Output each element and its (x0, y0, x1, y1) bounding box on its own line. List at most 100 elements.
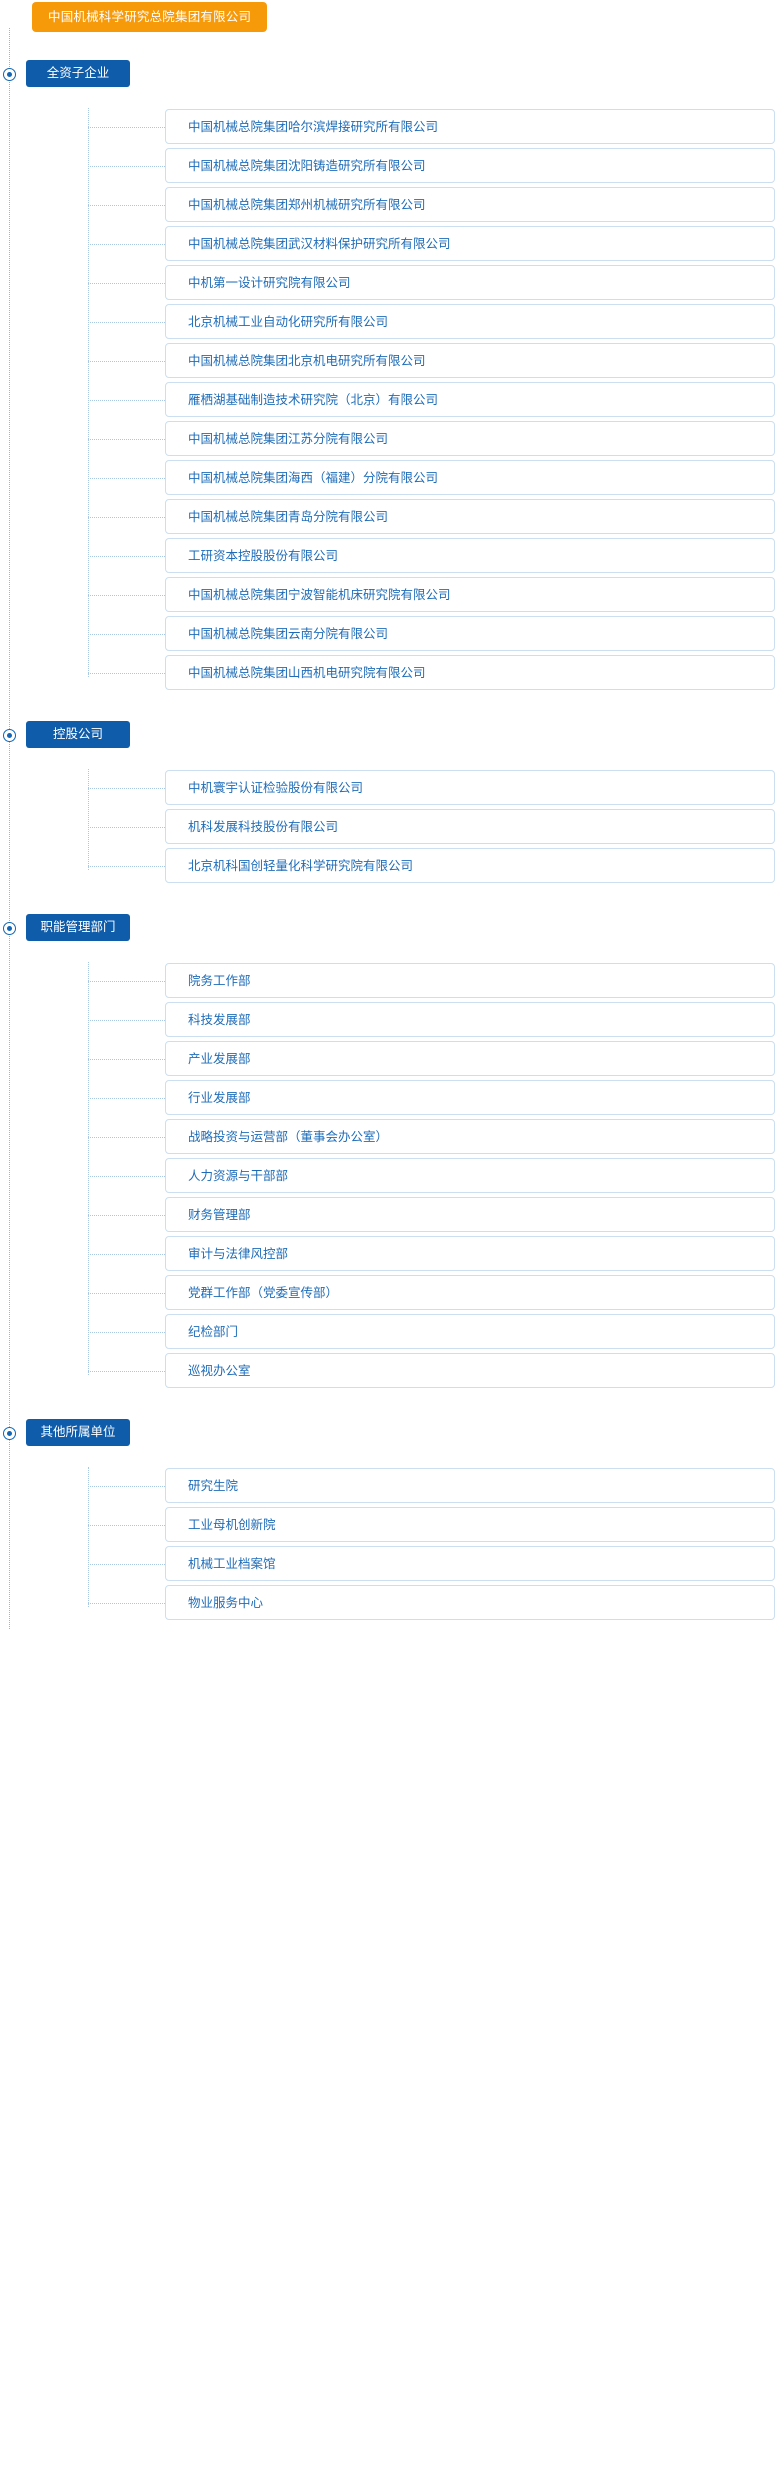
org-child-item[interactable]: 中国机械总院集团宁波智能机床研究院有限公司 (165, 577, 775, 612)
org-child-label: 中国机械总院集团武汉材料保护研究所有限公司 (188, 237, 451, 251)
org-child-row: 财务管理部 (0, 1196, 779, 1235)
org-child-label: 中国机械总院集团北京机电研究所有限公司 (188, 354, 426, 368)
org-child-label: 行业发展部 (188, 1091, 251, 1105)
org-child-label: 北京机械工业自动化研究所有限公司 (188, 315, 389, 329)
org-child-row: 行业发展部 (0, 1079, 779, 1118)
org-child-item[interactable]: 中国机械总院集团海西（福建）分院有限公司 (165, 460, 775, 495)
org-child-label: 中机第一设计研究院有限公司 (188, 276, 351, 290)
org-child-row: 北京机械工业自动化研究所有限公司 (0, 303, 779, 342)
org-child-item[interactable]: 中国机械总院集团青岛分院有限公司 (165, 499, 775, 534)
org-child-item[interactable]: 巡视办公室 (165, 1353, 775, 1388)
org-child-row: 中国机械总院集团哈尔滨焊接研究所有限公司 (0, 108, 779, 147)
org-child-item[interactable]: 中国机械总院集团郑州机械研究所有限公司 (165, 187, 775, 222)
org-child-row: 人力资源与干部部 (0, 1157, 779, 1196)
org-child-row: 工业母机创新院 (0, 1506, 779, 1545)
org-child-label: 中国机械总院集团海西（福建）分院有限公司 (188, 471, 439, 485)
org-child-row: 机械工业档案馆 (0, 1545, 779, 1584)
radio-bullet-icon (3, 1427, 16, 1440)
org-group: 控股公司中机寰宇认证检验股份有限公司机科发展科技股份有限公司北京机科国创轻量化科… (0, 717, 779, 892)
org-group: 其他所属单位研究生院工业母机创新院机械工业档案馆物业服务中心 (0, 1415, 779, 1629)
org-child-item[interactable]: 中国机械总院集团山西机电研究院有限公司 (165, 655, 775, 690)
org-child-item[interactable]: 产业发展部 (165, 1041, 775, 1076)
root-spine-connector (9, 28, 10, 1629)
org-child-row: 中国机械总院集团武汉材料保护研究所有限公司 (0, 225, 779, 264)
org-child-item[interactable]: 研究生院 (165, 1468, 775, 1503)
org-child-label: 战略投资与运营部（董事会办公室） (188, 1130, 389, 1144)
org-chart: 中国机械科学研究总院集团有限公司 全资子企业中国机械总院集团哈尔滨焊接研究所有限… (0, 2, 779, 1629)
org-child-item[interactable]: 中国机械总院集团云南分院有限公司 (165, 616, 775, 651)
org-child-item[interactable]: 机科发展科技股份有限公司 (165, 809, 775, 844)
org-child-label: 中机寰宇认证检验股份有限公司 (188, 781, 364, 795)
org-child-row: 中机第一设计研究院有限公司 (0, 264, 779, 303)
org-child-row: 产业发展部 (0, 1040, 779, 1079)
org-child-label: 纪检部门 (188, 1325, 239, 1339)
org-child-label: 研究生院 (188, 1479, 239, 1493)
org-child-label: 院务工作部 (188, 974, 251, 988)
org-child-label: 中国机械总院集团江苏分院有限公司 (188, 432, 389, 446)
org-child-item[interactable]: 物业服务中心 (165, 1585, 775, 1620)
org-child-row: 研究生院 (0, 1467, 779, 1506)
org-child-label: 中国机械总院集团青岛分院有限公司 (188, 510, 389, 524)
org-child-item[interactable]: 雁栖湖基础制造技术研究院（北京）有限公司 (165, 382, 775, 417)
org-child-item[interactable]: 党群工作部（党委宣传部） (165, 1275, 775, 1310)
org-child-item[interactable]: 科技发展部 (165, 1002, 775, 1037)
org-child-item[interactable]: 北京机科国创轻量化科学研究院有限公司 (165, 848, 775, 883)
org-child-label: 中国机械总院集团宁波智能机床研究院有限公司 (188, 588, 451, 602)
org-child-row: 工研资本控股股份有限公司 (0, 537, 779, 576)
org-child-label: 机科发展科技股份有限公司 (188, 820, 339, 834)
org-child-item[interactable]: 北京机械工业自动化研究所有限公司 (165, 304, 775, 339)
org-child-label: 人力资源与干部部 (188, 1169, 289, 1183)
org-child-row: 中国机械总院集团郑州机械研究所有限公司 (0, 186, 779, 225)
org-child-item[interactable]: 纪检部门 (165, 1314, 775, 1349)
org-group: 职能管理部门院务工作部科技发展部产业发展部行业发展部战略投资与运营部（董事会办公… (0, 910, 779, 1397)
org-child-label: 机械工业档案馆 (188, 1557, 276, 1571)
org-child-label: 产业发展部 (188, 1052, 251, 1066)
group-label-3[interactable]: 职能管理部门 (26, 914, 130, 941)
group-spacer (0, 892, 779, 910)
org-child-label: 中国机械总院集团沈阳铸造研究所有限公司 (188, 159, 426, 173)
org-child-row: 纪检部门 (0, 1313, 779, 1352)
org-child-row: 中国机械总院集团宁波智能机床研究院有限公司 (0, 576, 779, 615)
group-spacer (0, 699, 779, 717)
org-child-row: 机科发展科技股份有限公司 (0, 808, 779, 847)
radio-bullet-icon (3, 922, 16, 935)
org-child-row: 中国机械总院集团海西（福建）分院有限公司 (0, 459, 779, 498)
org-child-item[interactable]: 审计与法律风控部 (165, 1236, 775, 1271)
org-child-label: 审计与法律风控部 (188, 1247, 289, 1261)
group-label-4[interactable]: 其他所属单位 (26, 1419, 130, 1446)
org-child-row: 院务工作部 (0, 962, 779, 1001)
group-label-1[interactable]: 全资子企业 (26, 60, 130, 87)
org-child-label: 中国机械总院集团哈尔滨焊接研究所有限公司 (188, 120, 439, 134)
org-child-row: 雁栖湖基础制造技术研究院（北京）有限公司 (0, 381, 779, 420)
org-child-item[interactable]: 人力资源与干部部 (165, 1158, 775, 1193)
org-child-item[interactable]: 中机第一设计研究院有限公司 (165, 265, 775, 300)
group-label-2[interactable]: 控股公司 (26, 721, 130, 748)
org-child-item[interactable]: 行业发展部 (165, 1080, 775, 1115)
org-child-label: 中国机械总院集团郑州机械研究所有限公司 (188, 198, 426, 212)
org-child-item[interactable]: 工研资本控股股份有限公司 (165, 538, 775, 573)
org-child-label: 科技发展部 (188, 1013, 251, 1027)
org-child-item[interactable]: 中国机械总院集团江苏分院有限公司 (165, 421, 775, 456)
group-children: 研究生院工业母机创新院机械工业档案馆物业服务中心 (0, 1467, 779, 1629)
org-child-item[interactable]: 中国机械总院集团沈阳铸造研究所有限公司 (165, 148, 775, 183)
group-header: 控股公司 (0, 717, 779, 769)
org-child-item[interactable]: 战略投资与运营部（董事会办公室） (165, 1119, 775, 1154)
org-child-row: 中国机械总院集团江苏分院有限公司 (0, 420, 779, 459)
org-child-label: 中国机械总院集团云南分院有限公司 (188, 627, 389, 641)
org-child-item[interactable]: 中机寰宇认证检验股份有限公司 (165, 770, 775, 805)
org-child-item[interactable]: 财务管理部 (165, 1197, 775, 1232)
org-child-item[interactable]: 机械工业档案馆 (165, 1546, 775, 1581)
org-child-label: 雁栖湖基础制造技术研究院（北京）有限公司 (188, 393, 439, 407)
org-child-row: 中国机械总院集团沈阳铸造研究所有限公司 (0, 147, 779, 186)
group-spacer (0, 1397, 779, 1415)
root-node[interactable]: 中国机械科学研究总院集团有限公司 (32, 2, 268, 32)
org-child-item[interactable]: 中国机械总院集团武汉材料保护研究所有限公司 (165, 226, 775, 261)
org-child-item[interactable]: 中国机械总院集团北京机电研究所有限公司 (165, 343, 775, 378)
org-child-label: 工研资本控股股份有限公司 (188, 549, 339, 563)
org-child-row: 党群工作部（党委宣传部） (0, 1274, 779, 1313)
org-child-item[interactable]: 中国机械总院集团哈尔滨焊接研究所有限公司 (165, 109, 775, 144)
org-child-label: 党群工作部（党委宣传部） (188, 1286, 339, 1300)
org-child-item[interactable]: 院务工作部 (165, 963, 775, 998)
org-child-item[interactable]: 工业母机创新院 (165, 1507, 775, 1542)
group-header: 职能管理部门 (0, 910, 779, 962)
